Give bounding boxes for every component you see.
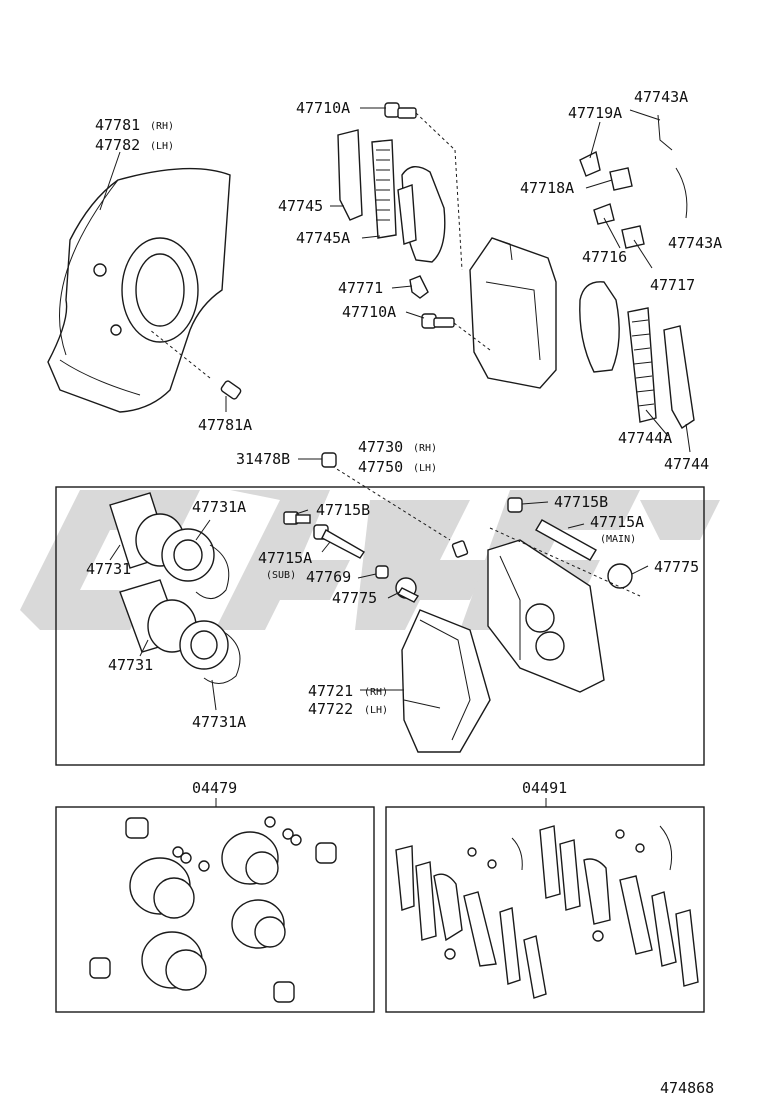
piston-lower-drawing [119, 579, 241, 684]
label-47715a-main: 47715A [590, 513, 644, 531]
lower-right-pads-drawing [579, 281, 695, 430]
cylinder-kit-drawing [89, 816, 337, 1003]
label-31478b: 31478B [236, 450, 290, 468]
label-47745a: 47745A [296, 229, 350, 247]
label-47718a: 47718A [520, 179, 574, 197]
label-04491: 04491 [522, 779, 567, 797]
caliper-assembly-box [55, 486, 705, 766]
pad-kit-drawing [395, 825, 699, 999]
label-47771: 47771 [338, 279, 383, 297]
label-47731a-bottom: 47731A [192, 713, 246, 731]
label-47769: 47769 [306, 568, 351, 586]
label-47722-side: (LH) [364, 705, 388, 716]
label-47731a-top: 47731A [192, 498, 246, 516]
label-47750-side: (LH) [413, 463, 437, 474]
label-47730: 47730 [358, 438, 403, 456]
mounting-drawing [401, 609, 491, 753]
label-47743a-right: 47743A [668, 234, 722, 252]
pad-kit-box [385, 806, 705, 1013]
label-47717: 47717 [650, 276, 695, 294]
label-47781: 47781 [95, 116, 140, 134]
label-47710a-mid: 47710A [342, 303, 396, 321]
figure-number: 474868 [660, 1079, 714, 1097]
dust-cover-bolt-drawing [149, 329, 242, 400]
label-47715a-sub: 47715A [258, 549, 312, 567]
bleeder-drawing [321, 452, 337, 468]
piston-upper-drawing [109, 492, 230, 599]
upper-bolt-drawing [384, 102, 463, 271]
label-47715a-sub-tag: (SUB) [266, 570, 296, 581]
mid-bolt-drawing [421, 313, 491, 351]
upper-shims-drawing [337, 129, 446, 263]
label-47719a: 47719A [568, 104, 622, 122]
label-47715b-right: 47715B [554, 493, 608, 511]
caliper-bracket-upper-drawing [469, 237, 557, 389]
label-47750: 47750 [358, 458, 403, 476]
label-47722: 47722 [308, 700, 353, 718]
label-47731-bottom: 47731 [108, 656, 153, 674]
label-47710a-top: 47710A [296, 99, 350, 117]
label-47781a: 47781A [198, 416, 252, 434]
label-47744: 47744 [664, 455, 709, 473]
label-47775-right: 47775 [654, 558, 699, 576]
dust-cover-drawing [47, 167, 231, 413]
label-47745: 47745 [278, 197, 323, 215]
label-47782-side: (LH) [150, 141, 174, 152]
label-47744a: 47744A [618, 429, 672, 447]
label-47721-side: (RH) [364, 687, 388, 698]
label-47743a-top: 47743A [634, 88, 688, 106]
label-47721: 47721 [308, 682, 353, 700]
upper-right-clips-drawing [579, 114, 688, 249]
cylinder-kit-box [55, 806, 375, 1013]
label-47715a-main-tag: (MAIN) [600, 534, 636, 545]
label-47730-side: (RH) [413, 443, 437, 454]
label-47731-top: 47731 [86, 560, 131, 578]
label-47781-side: (RH) [150, 121, 174, 132]
caliper-body-drawing [487, 497, 641, 693]
label-04479: 04479 [192, 779, 237, 797]
label-47716: 47716 [582, 248, 627, 266]
clip-47771-drawing [409, 275, 429, 299]
label-47775-left: 47775 [332, 589, 377, 607]
label-47715b-left: 47715B [316, 501, 370, 519]
label-47782: 47782 [95, 136, 140, 154]
leader-lines [99, 107, 691, 711]
